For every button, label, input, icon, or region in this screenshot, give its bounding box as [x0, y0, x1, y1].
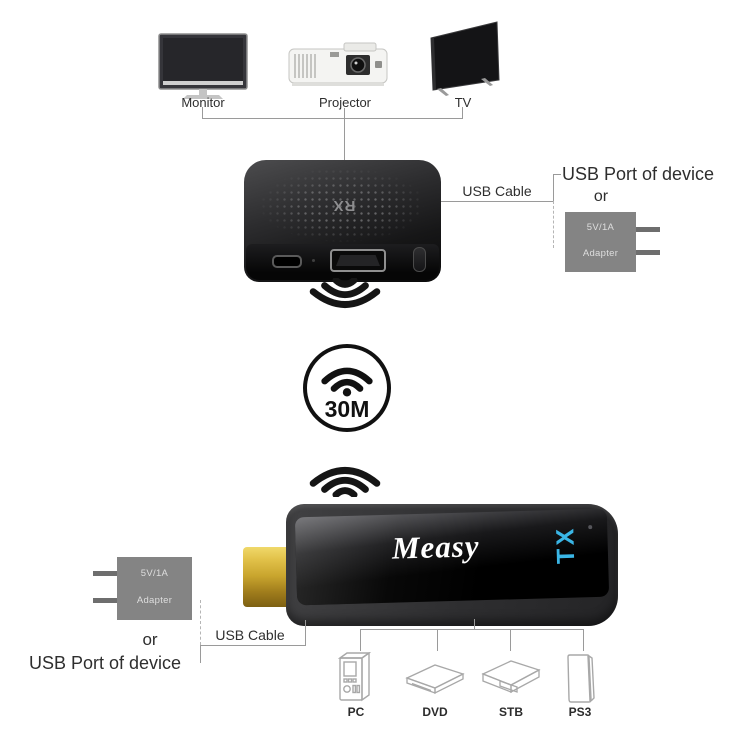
brand-logo: Measy — [391, 528, 481, 566]
or-label-top: or — [593, 188, 609, 205]
usb-port-label-top: USB Port of device — [562, 164, 715, 184]
pc-label: PC — [347, 705, 365, 719]
projector-label: Projector — [318, 95, 372, 110]
power-adapter-bottom: 5V/1A Adapter — [117, 557, 192, 620]
adapter-prong — [636, 227, 660, 232]
bracket-tick-monitor — [202, 107, 203, 118]
dvd-label: DVD — [422, 705, 448, 719]
led-dot — [312, 259, 315, 262]
hdmi-port — [330, 249, 386, 272]
rx-receiver-box: RX — [244, 160, 441, 282]
usb-cable-label-top: USB Cable — [462, 183, 532, 199]
adapter-prong — [636, 250, 660, 255]
or-label-bottom: or — [142, 630, 158, 649]
ps3-icon — [561, 653, 599, 705]
tx-gloss-panel: Measy TX — [294, 508, 610, 606]
corner-line-top — [553, 174, 554, 202]
port-link-line — [200, 645, 201, 663]
adapter-name-label: Adapter — [136, 595, 173, 606]
monitor-icon — [157, 30, 249, 100]
rx-front-panel — [246, 244, 439, 280]
bracket-tick-tv — [462, 107, 463, 118]
usb-port-label-bottom: USB Port of device — [29, 653, 182, 673]
range-label: 30M — [324, 396, 370, 422]
usb-cable-riser — [305, 620, 306, 646]
micro-usb-port — [272, 255, 302, 268]
dvd-icon — [405, 663, 465, 695]
pc-icon — [336, 652, 376, 706]
bracket-tick-stb — [510, 629, 511, 651]
adapter-name-label: Adapter — [582, 248, 619, 259]
stb-icon — [480, 658, 542, 698]
usb-cable-line-top — [441, 201, 553, 202]
bracket-stem-dongle — [474, 619, 475, 630]
power-button — [413, 247, 426, 272]
tv-label: TV — [454, 95, 472, 110]
wifi-down-icon — [307, 278, 383, 322]
tv-icon — [425, 20, 503, 104]
adapter-voltage-label: 5V/1A — [140, 568, 169, 579]
wifi-icon — [321, 367, 373, 397]
rx-speaker-dots — [260, 168, 424, 242]
usb-cable-line-bottom — [200, 645, 306, 646]
adapter-voltage-label: 5V/1A — [586, 222, 615, 233]
bracket-line-bottom — [360, 629, 583, 630]
adapter-prong — [93, 598, 117, 603]
monitor-label: Monitor — [181, 95, 225, 110]
tx-transmitter-dongle: Measy TX — [286, 504, 618, 626]
bracket-stem-projector — [344, 108, 345, 160]
rx-logo: RX — [332, 197, 356, 214]
stb-label: STB — [499, 705, 523, 719]
bracket-tick-dvd — [437, 629, 438, 651]
adapter-prong — [93, 571, 117, 576]
wifi-up-icon — [307, 453, 383, 497]
tx-logo: TX — [550, 525, 580, 565]
corner-tick-top — [553, 174, 561, 175]
range-badge: 30M — [303, 344, 391, 432]
power-adapter-top: 5V/1A Adapter — [565, 212, 636, 272]
projector-icon — [288, 40, 388, 90]
usb-cable-label-bottom: USB Cable — [215, 627, 285, 643]
bracket-tick-pc — [360, 629, 361, 651]
bracket-line-top — [202, 118, 463, 119]
dashed-link-top — [553, 201, 554, 248]
dashed-link-bottom — [200, 600, 201, 645]
ps3-label: PS3 — [568, 705, 592, 719]
bracket-tick-ps3 — [583, 629, 584, 651]
